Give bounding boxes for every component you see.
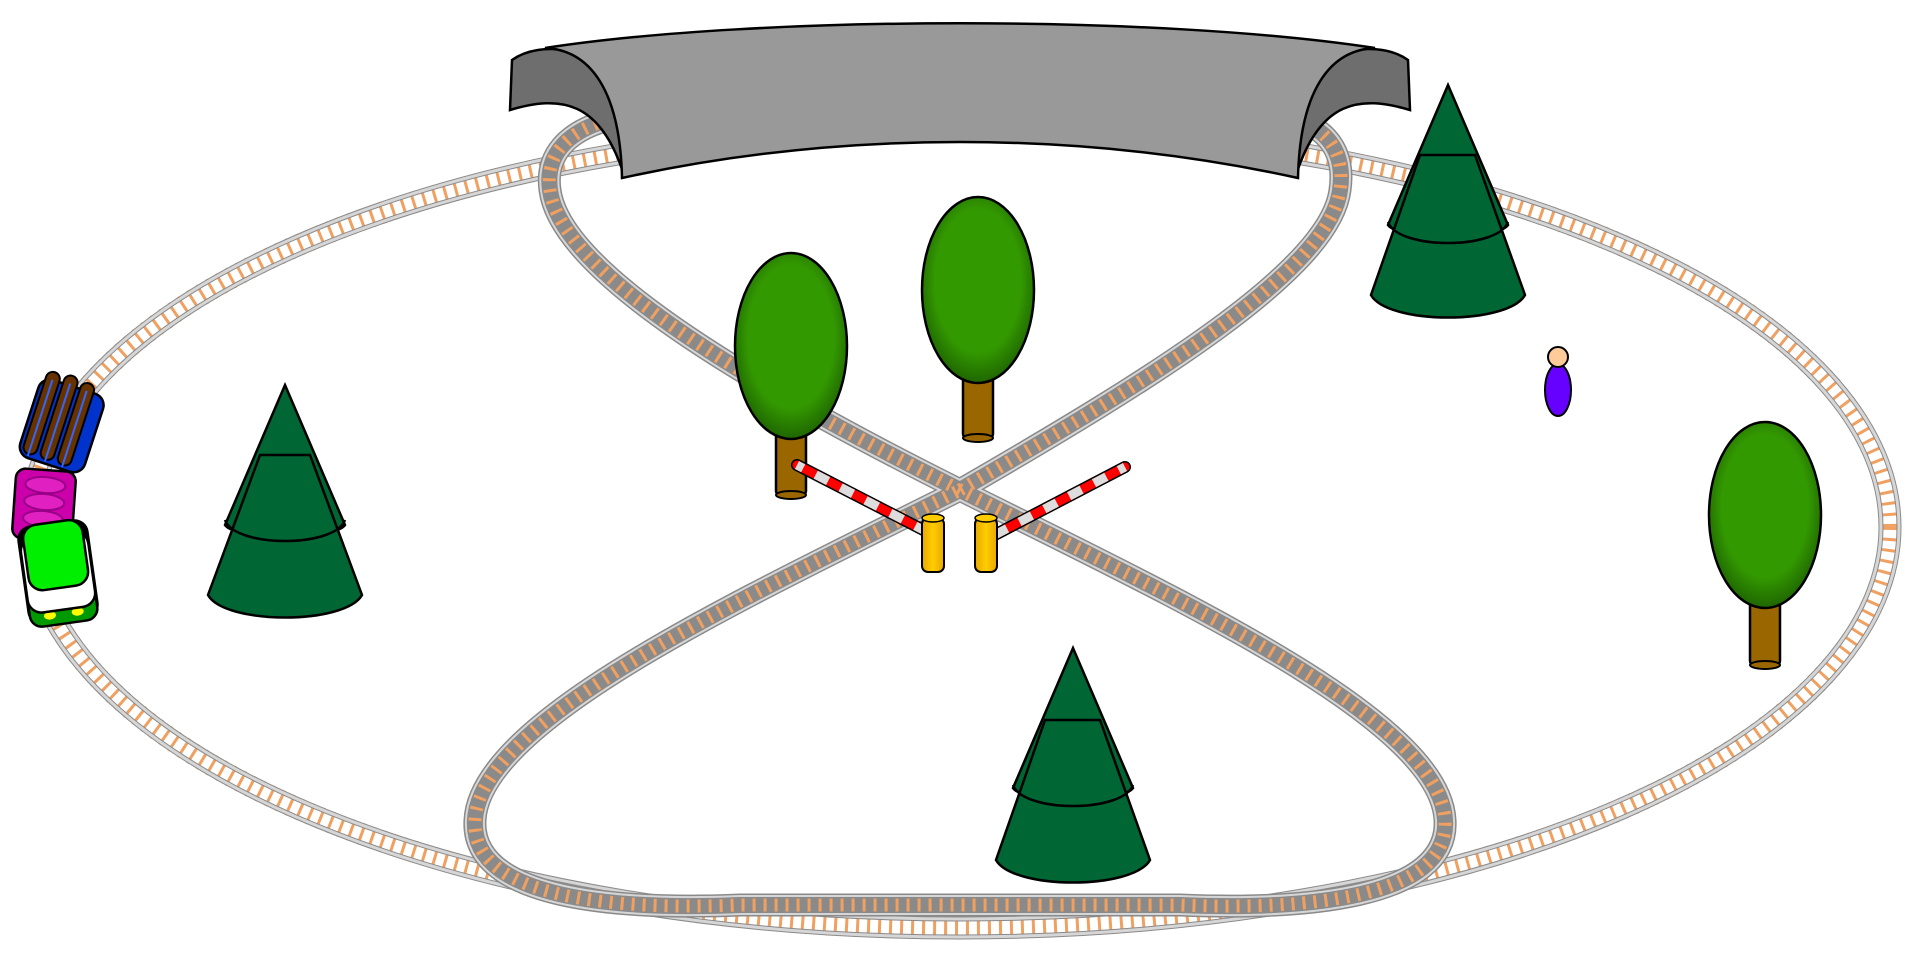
pine-tree-icon <box>994 644 1152 884</box>
figure-eight-track <box>463 101 1457 918</box>
pine-tree-icon <box>1369 81 1527 319</box>
pink-wagon[interactable] <box>11 467 77 543</box>
pine-tree-icon <box>206 381 364 619</box>
locomotive[interactable] <box>15 517 100 628</box>
leafy-tree-icon <box>733 251 849 500</box>
tunnel <box>508 22 1412 180</box>
crossing-barrier-right[interactable] <box>974 461 1131 573</box>
leafy-tree-icon <box>920 195 1036 443</box>
crossing-barrier-left[interactable] <box>791 459 945 573</box>
person-icon[interactable] <box>1544 346 1572 417</box>
train[interactable] <box>11 367 110 629</box>
log-wagon[interactable] <box>17 367 110 476</box>
leafy-tree-icon <box>1707 420 1823 670</box>
